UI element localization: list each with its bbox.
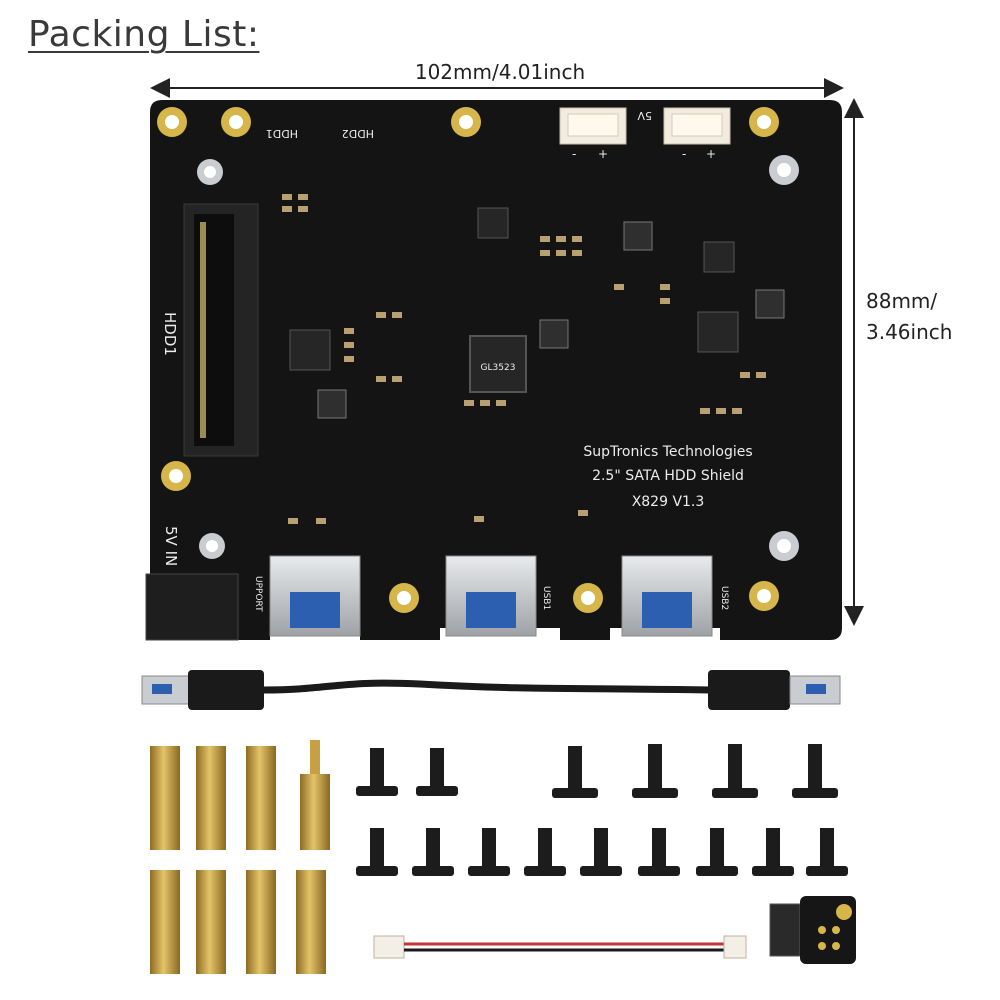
screw bbox=[552, 746, 598, 798]
brass-standoff bbox=[246, 746, 276, 850]
screw bbox=[632, 744, 678, 798]
usb-upport-label: UPPORT bbox=[253, 576, 263, 612]
power-in-label: 5V IN bbox=[162, 526, 180, 566]
screw bbox=[638, 828, 680, 876]
mounting-hole bbox=[573, 583, 603, 613]
height-label-inch: 3.46inch bbox=[866, 320, 953, 344]
fan-minus-label: - bbox=[572, 147, 576, 161]
inductor bbox=[623, 221, 653, 251]
board-product-text: 2.5" SATA HDD Shield bbox=[592, 468, 744, 484]
fan2-plus-label: + bbox=[706, 147, 716, 161]
usb-port-upport bbox=[269, 555, 361, 637]
screw-hole bbox=[199, 533, 225, 559]
screw-hole bbox=[769, 155, 799, 185]
mounting-hole bbox=[161, 461, 191, 491]
brass-standoff bbox=[296, 870, 326, 974]
screw bbox=[524, 828, 566, 876]
inductor bbox=[317, 389, 347, 419]
brass-standoff bbox=[196, 746, 226, 850]
packing-list-heading: Packing List: bbox=[28, 14, 260, 55]
height-label-mm: 88mm/ bbox=[866, 289, 938, 313]
mounting-hole bbox=[451, 107, 481, 137]
hdd1-led-label: HDD1 bbox=[266, 127, 298, 140]
smd-components bbox=[282, 194, 766, 524]
screw bbox=[356, 828, 398, 876]
fan-power-cable bbox=[373, 935, 747, 959]
power-adapter-board bbox=[769, 896, 856, 964]
fan-plus-label: + bbox=[598, 147, 608, 161]
mounting-hole bbox=[221, 107, 251, 137]
brass-standoff bbox=[246, 870, 276, 974]
screw bbox=[356, 748, 398, 796]
sata-connector bbox=[183, 203, 259, 457]
fan-5v-label: 5V bbox=[637, 109, 652, 122]
usb-hub-chip: GL3523 bbox=[469, 335, 527, 393]
mounting-hole bbox=[389, 583, 419, 613]
brass-standoff bbox=[150, 870, 180, 974]
fan2-minus-label: - bbox=[682, 147, 686, 161]
brass-standoffs bbox=[150, 740, 330, 974]
height-dimension-label: 88mm/ 3.46inch bbox=[866, 286, 952, 348]
svg-text:GL3523: GL3523 bbox=[481, 363, 516, 373]
screw bbox=[416, 748, 458, 796]
fan-connector-left bbox=[559, 107, 627, 145]
mounting-hole bbox=[749, 107, 779, 137]
fan-connector-right bbox=[663, 107, 731, 145]
screw bbox=[580, 828, 622, 876]
inductor bbox=[539, 319, 569, 349]
usb-port-usb2 bbox=[621, 555, 713, 637]
screw bbox=[412, 828, 454, 876]
screw bbox=[468, 828, 510, 876]
standoff-thread bbox=[310, 740, 320, 774]
brass-standoff bbox=[300, 774, 330, 850]
usb-jumper-cable bbox=[141, 670, 841, 710]
board-brand-text: SupTronics Technologies bbox=[583, 444, 752, 460]
usb2-label: USB2 bbox=[719, 586, 729, 610]
brass-standoff bbox=[196, 870, 226, 974]
board-model-text: X829 V1.3 bbox=[632, 494, 705, 510]
screw-hole bbox=[197, 159, 223, 185]
controller-chip bbox=[697, 311, 739, 353]
screw bbox=[792, 744, 838, 798]
hdd-shield-board: GL3523 bbox=[145, 100, 842, 641]
usb1-label: USB1 bbox=[541, 586, 551, 610]
screw bbox=[752, 828, 794, 876]
controller-chip bbox=[477, 207, 509, 239]
screw bbox=[696, 828, 738, 876]
brass-standoff bbox=[150, 746, 180, 850]
mounting-hole bbox=[749, 581, 779, 611]
hdd1-port-label: HDD1 bbox=[161, 312, 179, 356]
screws bbox=[356, 744, 848, 876]
hdd2-led-label: HDD2 bbox=[342, 127, 374, 140]
controller-chip bbox=[289, 329, 331, 371]
mounting-hole bbox=[157, 107, 187, 137]
screw-hole bbox=[769, 531, 799, 561]
dc-power-jack bbox=[145, 573, 239, 641]
screw bbox=[712, 744, 758, 798]
usb-port-usb1 bbox=[445, 555, 537, 637]
screw bbox=[806, 828, 848, 876]
inductor bbox=[755, 289, 785, 319]
controller-chip bbox=[703, 241, 735, 273]
